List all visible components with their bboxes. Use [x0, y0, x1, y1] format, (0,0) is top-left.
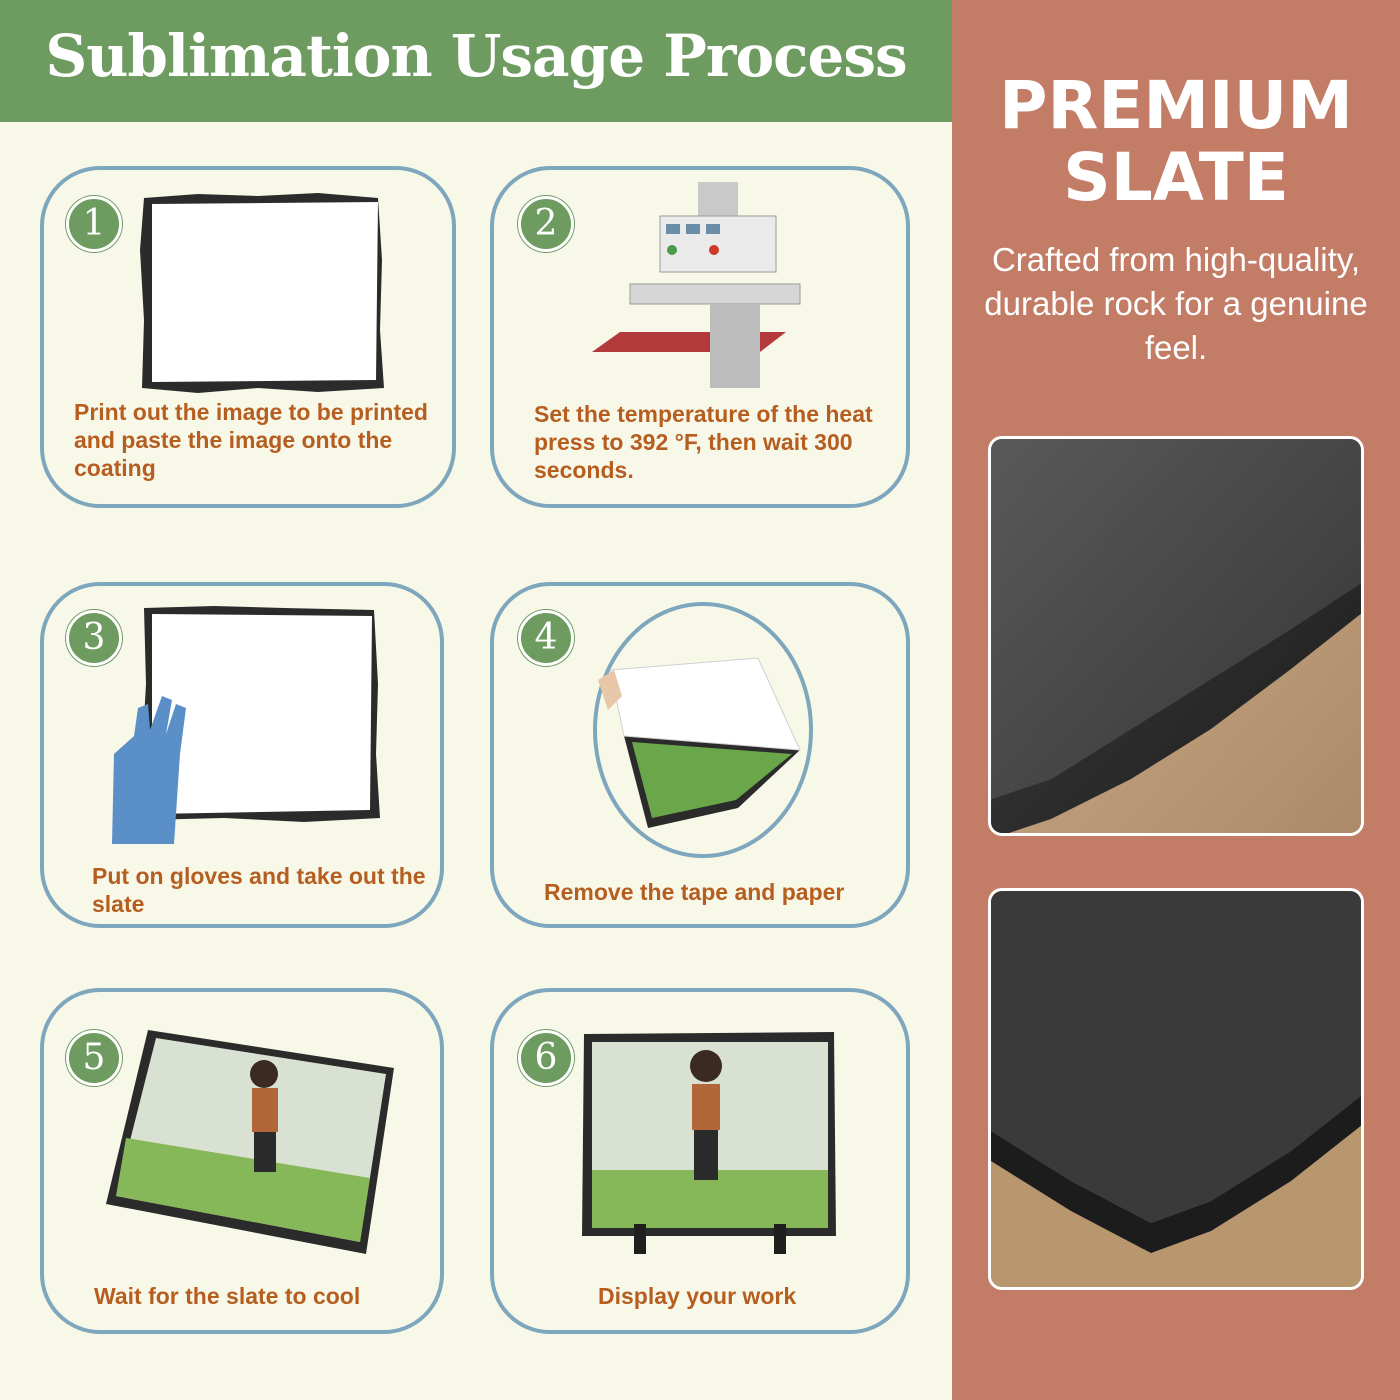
step-caption: Display your work	[598, 1283, 797, 1309]
step-caption: Set the temperature of the heat press to…	[534, 401, 873, 483]
step-number-badge: 2	[518, 196, 574, 252]
step-card-6: 6 Display your work	[490, 988, 910, 1334]
step-caption: Wait for the slate to cool	[94, 1283, 361, 1309]
step-number-badge: 1	[66, 196, 122, 252]
glove-holding-slate-image	[112, 606, 380, 844]
slate-texture-photo-2	[988, 888, 1364, 1290]
step-number-badge: 3	[66, 610, 122, 666]
step-caption: Put on gloves and take out the slate	[92, 863, 426, 917]
slate-edge-closeup-image	[991, 439, 1361, 833]
step-card-5: 5 Wait for the slate to cool	[40, 988, 444, 1334]
premium-description: Crafted from high-quality, durable rock …	[984, 241, 1368, 366]
page-title: Sublimation Usage Process	[45, 22, 907, 90]
peeling-paper-image	[593, 602, 813, 858]
premium-slate-panel: PREMIUM SLATE Crafted from high-quality,…	[952, 0, 1400, 1400]
heat-press-image	[592, 182, 801, 388]
step-card-4: 4 Remove the tape and paper	[490, 582, 910, 928]
step-number-badge: 4	[518, 610, 574, 666]
blank-slate-image	[140, 193, 384, 393]
step-card-1: 1 Print out the image to be printed and …	[40, 166, 456, 508]
step-caption: Remove the tape and paper	[544, 879, 845, 905]
slate-texture-photo-1	[988, 436, 1364, 836]
step-number-badge: 5	[66, 1030, 122, 1086]
header-banner: Sublimation Usage Process	[0, 0, 952, 122]
step-caption: Print out the image to be printed and pa…	[74, 399, 428, 481]
step-card-2: 2 Set the temperature of the heat press …	[490, 166, 910, 508]
slate-corner-closeup-image	[991, 891, 1361, 1287]
step-card-3: 3 Put on gloves and take out the slate	[40, 582, 444, 928]
premium-title: PREMIUM SLATE	[999, 67, 1353, 216]
displayed-slate-image	[582, 1032, 836, 1254]
printed-slate-image	[106, 1030, 394, 1254]
step-number-badge: 6	[518, 1030, 574, 1086]
